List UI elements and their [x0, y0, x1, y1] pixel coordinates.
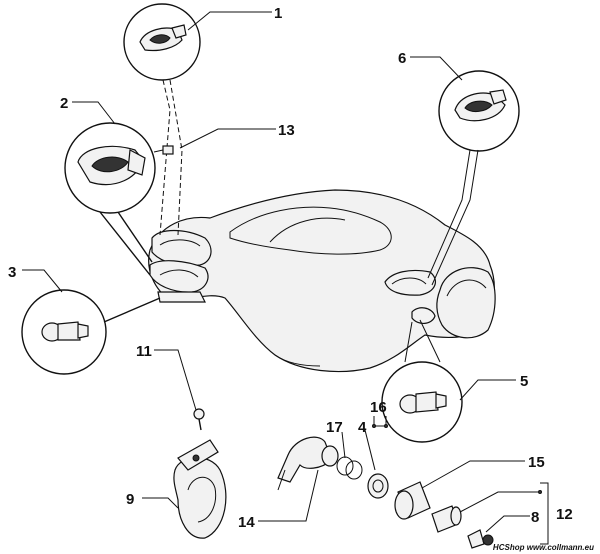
callout-16: 16 [370, 399, 387, 416]
callout-1: 1 [274, 5, 282, 22]
ring-4 [367, 473, 389, 499]
callout-2: 2 [60, 95, 68, 112]
callout-9: 9 [126, 491, 134, 508]
detail-circle-3 [21, 289, 107, 375]
handlebar-cover [148, 189, 496, 373]
screw-13 [153, 145, 174, 155]
callout-11: 11 [136, 343, 152, 360]
footer-credit: HCShop www.collmann.eu [493, 543, 594, 552]
callout-6: 6 [398, 50, 406, 67]
detail-circle-2 [64, 122, 156, 214]
callout-5: 5 [520, 373, 528, 390]
leader-lines [22, 11, 549, 545]
callout-4: 4 [358, 419, 367, 436]
callout-12: 12 [556, 506, 573, 523]
callout-3: 3 [8, 264, 16, 281]
bulb-12 [431, 505, 462, 533]
detail-circle-5 [381, 361, 463, 443]
detail-circle-6 [438, 70, 520, 152]
routing-lines [99, 79, 479, 363]
callout-14: 14 [238, 514, 255, 531]
callout-17: 17 [326, 419, 343, 436]
callout-15: 15 [528, 454, 545, 471]
detail-circle-1 [123, 3, 201, 81]
bulb-socket-14 [277, 436, 339, 491]
sleeve-15 [394, 481, 431, 520]
footer-url: www.collmann.eu [526, 543, 594, 552]
callout-8: 8 [531, 509, 539, 526]
screw-11 [193, 408, 205, 431]
footer-brand: HCShop [492, 543, 525, 552]
orings-17 [336, 456, 363, 480]
horn-9 [173, 439, 227, 539]
callout-13: 13 [278, 122, 295, 139]
bulb-8 [467, 529, 494, 549]
